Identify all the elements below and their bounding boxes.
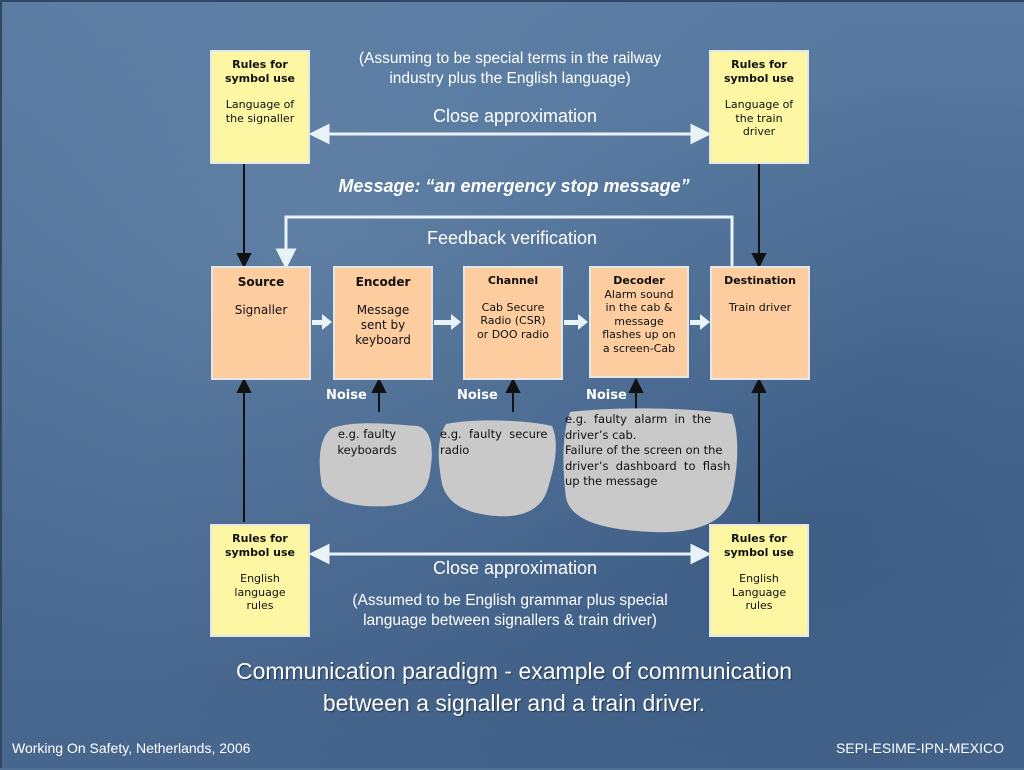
feedback-verification-label: Feedback verification xyxy=(426,228,598,248)
top-assumption-note: (Assuming to be special terms in the rai… xyxy=(358,50,662,87)
close-approx-bottom-arrow xyxy=(308,543,712,565)
close-approx-bottom-label: Close approximation xyxy=(432,558,598,578)
noise-label-3: Noise xyxy=(586,388,627,403)
footer-left: Working On Safety, Netherlands, 2006 xyxy=(12,740,251,756)
feedback-loop-arrow xyxy=(275,215,734,270)
vertical-arrows xyxy=(236,164,767,522)
noise-stone-2 xyxy=(438,420,556,517)
close-approx-top-arrow xyxy=(308,123,712,145)
flow-arrows xyxy=(312,314,710,330)
footer-right: SEPI-ESIME-IPN-MEXICO xyxy=(835,740,1004,756)
noise-label-1: Noise xyxy=(326,388,367,403)
source-box: Source Signaller xyxy=(211,266,311,380)
destination-box: Destination Train driver xyxy=(710,266,810,380)
noise-stone-1 xyxy=(319,423,432,507)
noise-label-2: Noise xyxy=(457,388,498,403)
message-label: Message: “an emergency stop message” xyxy=(338,176,690,196)
close-approx-top-label: Close approximation xyxy=(432,106,598,126)
noise-example-alarm: e.g. faulty alarm in the driver’s cab. F… xyxy=(565,412,731,488)
slide-caption: Communication paradigm - example of comm… xyxy=(235,658,793,716)
bottom-assumption-note: (Assumed to be English grammar plus spec… xyxy=(352,592,668,629)
noise-stone-3 xyxy=(563,408,738,533)
